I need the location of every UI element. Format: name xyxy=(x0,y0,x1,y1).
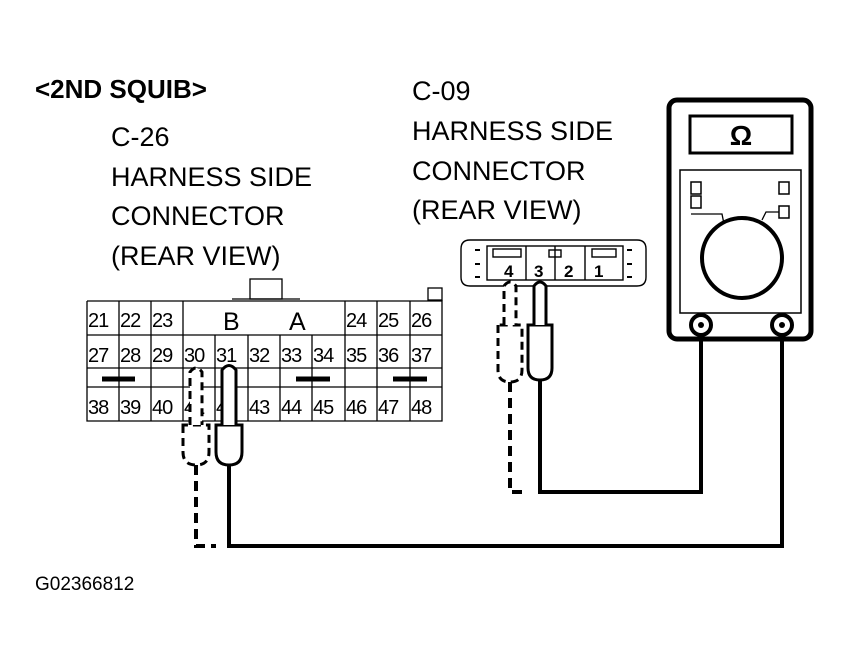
c26-pin: 21 xyxy=(88,310,109,332)
c09-pin: 3 xyxy=(534,262,543,281)
meter-display xyxy=(688,114,794,155)
c26-pin: 46 xyxy=(346,397,367,419)
dashed-probe xyxy=(496,323,524,384)
c26-pin: 27 xyxy=(88,345,109,367)
c09-line1: HARNESS SIDE xyxy=(412,116,613,146)
dashed-test-lead xyxy=(508,382,528,494)
c26-line3: (REAR VIEW) xyxy=(111,241,281,271)
c26-pin: 43 xyxy=(249,397,270,419)
c26-pin: 32 xyxy=(249,345,270,367)
c26-pin: 22 xyxy=(120,310,141,332)
c26-row1-left: 21 22 23 xyxy=(88,310,174,332)
c26-center-label-a: A xyxy=(289,308,306,336)
meter-body xyxy=(666,97,814,342)
c26-pin: 48 xyxy=(411,397,432,419)
c26-connector xyxy=(86,278,443,422)
c26-pin: 26 xyxy=(411,310,432,332)
multimeter: Ω xyxy=(666,97,814,342)
dashed-probe-tip xyxy=(502,280,518,325)
c26-pin: 36 xyxy=(378,345,399,367)
c26-pin: 33 xyxy=(281,345,302,367)
diagram-title: <2ND SQUIB> xyxy=(35,74,207,104)
c26-pin: 45 xyxy=(313,397,334,419)
c26-pin: 30 xyxy=(184,345,205,367)
c26-pin: 47 xyxy=(378,397,399,419)
solid-test-lead xyxy=(227,335,784,548)
c26-pin: 31 xyxy=(216,345,237,367)
dashed-probe xyxy=(181,423,211,467)
c09-pin-latch xyxy=(492,248,522,258)
c26-pin: 39 xyxy=(120,397,141,419)
c09-housing xyxy=(460,239,647,287)
c26-line2: CONNECTOR xyxy=(111,201,285,231)
c26-pin: 38 xyxy=(88,397,109,419)
c26-pin: 28 xyxy=(120,345,141,367)
meter-panel xyxy=(679,169,802,314)
c09-label: C-09 HARNESS SIDE CONNECTOR (REAR VIEW) xyxy=(412,76,613,225)
c26-pin: 37 xyxy=(411,345,432,367)
dashed-test-lead xyxy=(194,465,216,548)
c09-line3: (REAR VIEW) xyxy=(412,195,582,225)
c26-pin: 29 xyxy=(152,345,173,367)
c26-pin: 23 xyxy=(152,310,173,332)
c09-pin: 1 xyxy=(594,262,603,281)
solid-probe xyxy=(526,323,554,382)
c26-pin: 35 xyxy=(346,345,367,367)
c26-probes xyxy=(181,364,244,467)
c26-id: C-26 xyxy=(111,122,170,152)
c26-pin: 40 xyxy=(152,397,173,419)
c26-pin: 24 xyxy=(346,310,367,332)
range-mark xyxy=(690,195,702,209)
range-mark xyxy=(778,205,790,219)
c26-row1-right: 24 25 26 xyxy=(346,310,433,332)
c26-corner-key xyxy=(427,287,443,301)
c26-label: C-26 HARNESS SIDE CONNECTOR (REAR VIEW) xyxy=(111,122,312,271)
c26-row2: 27 28 29 30 31 32 33 34 35 36 37 xyxy=(88,345,433,367)
test-leads xyxy=(194,335,784,548)
ohm-icon: Ω xyxy=(730,120,752,151)
c09-id: C-09 xyxy=(412,76,471,106)
c09-pin: 4 xyxy=(504,262,514,281)
c09-connector xyxy=(460,239,647,287)
solid-probe xyxy=(214,423,244,467)
c26-row3: 38 39 40 41 42 43 44 45 46 47 48 xyxy=(88,397,433,419)
dashed-probe-tip xyxy=(188,366,204,425)
c26-pin: 34 xyxy=(313,345,334,367)
c09-pins: 4 3 2 1 xyxy=(504,262,603,281)
c26-grid-columns xyxy=(118,335,411,421)
c09-pin: 2 xyxy=(564,262,573,281)
c09-pin-latch xyxy=(591,248,617,258)
solid-probe-tip xyxy=(220,364,238,425)
range-marker-line xyxy=(761,211,779,221)
c26-pin: 44 xyxy=(281,397,302,419)
c26-lock-tab xyxy=(249,278,283,300)
range-marker-line xyxy=(691,213,725,225)
c26-frame xyxy=(86,300,443,422)
c09-probes xyxy=(496,280,554,384)
figure-code: G02366812 xyxy=(35,574,134,595)
range-mark xyxy=(778,181,790,195)
c09-line2: CONNECTOR xyxy=(412,156,586,186)
c26-pin: 25 xyxy=(378,310,399,332)
solid-test-lead xyxy=(538,335,703,494)
range-mark xyxy=(690,181,702,195)
c26-center-label-b: B xyxy=(223,308,240,336)
c09-pin-latch xyxy=(548,249,562,258)
c26-line1: HARNESS SIDE xyxy=(111,162,312,192)
rotary-dial xyxy=(700,216,784,300)
solid-probe-tip xyxy=(532,280,548,325)
